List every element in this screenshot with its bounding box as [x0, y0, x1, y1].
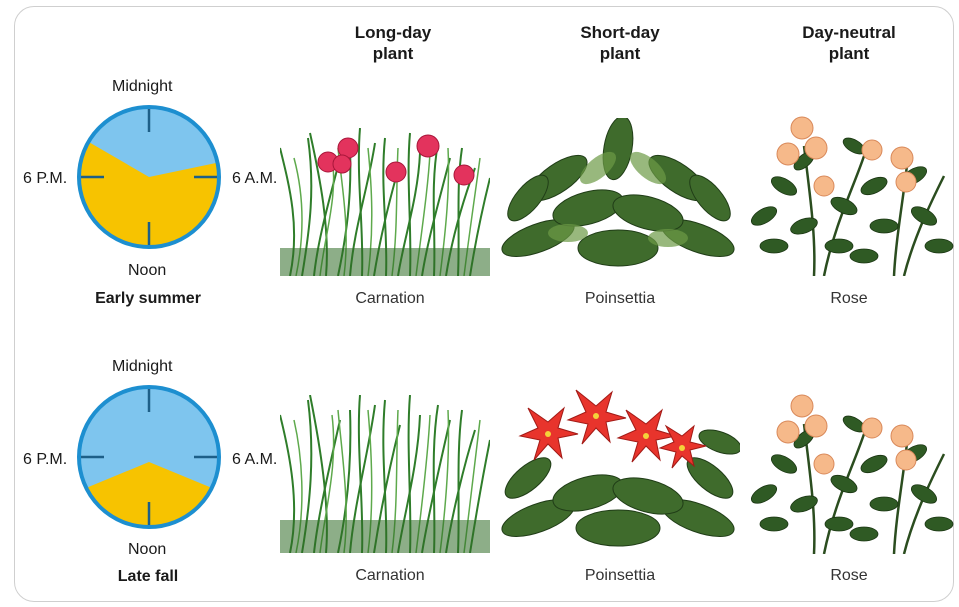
photoperiod-clock-early-summer — [74, 102, 224, 252]
clock-label-midnight: Midnight — [112, 78, 173, 95]
carnation-flowering-illustration — [280, 128, 490, 276]
season-label-early-summer: Early summer — [95, 290, 201, 307]
header-short-day-plant: Short-day plant — [540, 22, 700, 64]
carnation-no-flowers-illustration — [280, 395, 490, 553]
header-line-2: plant — [599, 44, 641, 63]
header-line-1: Day-neutral — [802, 23, 896, 42]
season-label-late-fall: Late fall — [117, 568, 179, 585]
header-day-neutral-plant: Day-neutral plant — [769, 22, 929, 64]
poinsettia-leaves-illustration — [498, 118, 740, 276]
daylight-sector — [86, 462, 212, 528]
figure-frame — [14, 6, 954, 602]
photoperiod-clock-late-fall — [74, 382, 224, 532]
clock-label-6pm: 6 P.M. — [23, 170, 68, 187]
clock-label-noon: Noon — [128, 541, 167, 558]
clock-label-midnight: Midnight — [112, 358, 173, 375]
rose-flowering-illustration — [744, 116, 956, 276]
header-line-2: plant — [372, 44, 414, 63]
header-line-1: Short-day — [580, 23, 660, 42]
header-line-2: plant — [828, 44, 870, 63]
daylight-sector — [77, 141, 218, 247]
plant-name-carnation: Carnation — [355, 567, 425, 584]
plant-name-carnation: Carnation — [355, 290, 425, 307]
poinsettia-flowering-illustration — [498, 378, 740, 553]
header-long-day-plant: Long-day plant — [313, 22, 473, 64]
plant-name-rose: Rose — [830, 567, 868, 584]
clock-label-noon: Noon — [128, 262, 167, 279]
header-line-1: Long-day — [354, 23, 432, 42]
rose-flowering-illustration — [744, 394, 956, 554]
clock-label-6pm: 6 P.M. — [23, 451, 68, 468]
clock-label-6am: 6 A.M. — [232, 451, 278, 468]
clock-label-6am: 6 A.M. — [232, 170, 278, 187]
plant-name-poinsettia: Poinsettia — [584, 290, 656, 307]
plant-name-poinsettia: Poinsettia — [584, 567, 656, 584]
plant-name-rose: Rose — [830, 290, 868, 307]
